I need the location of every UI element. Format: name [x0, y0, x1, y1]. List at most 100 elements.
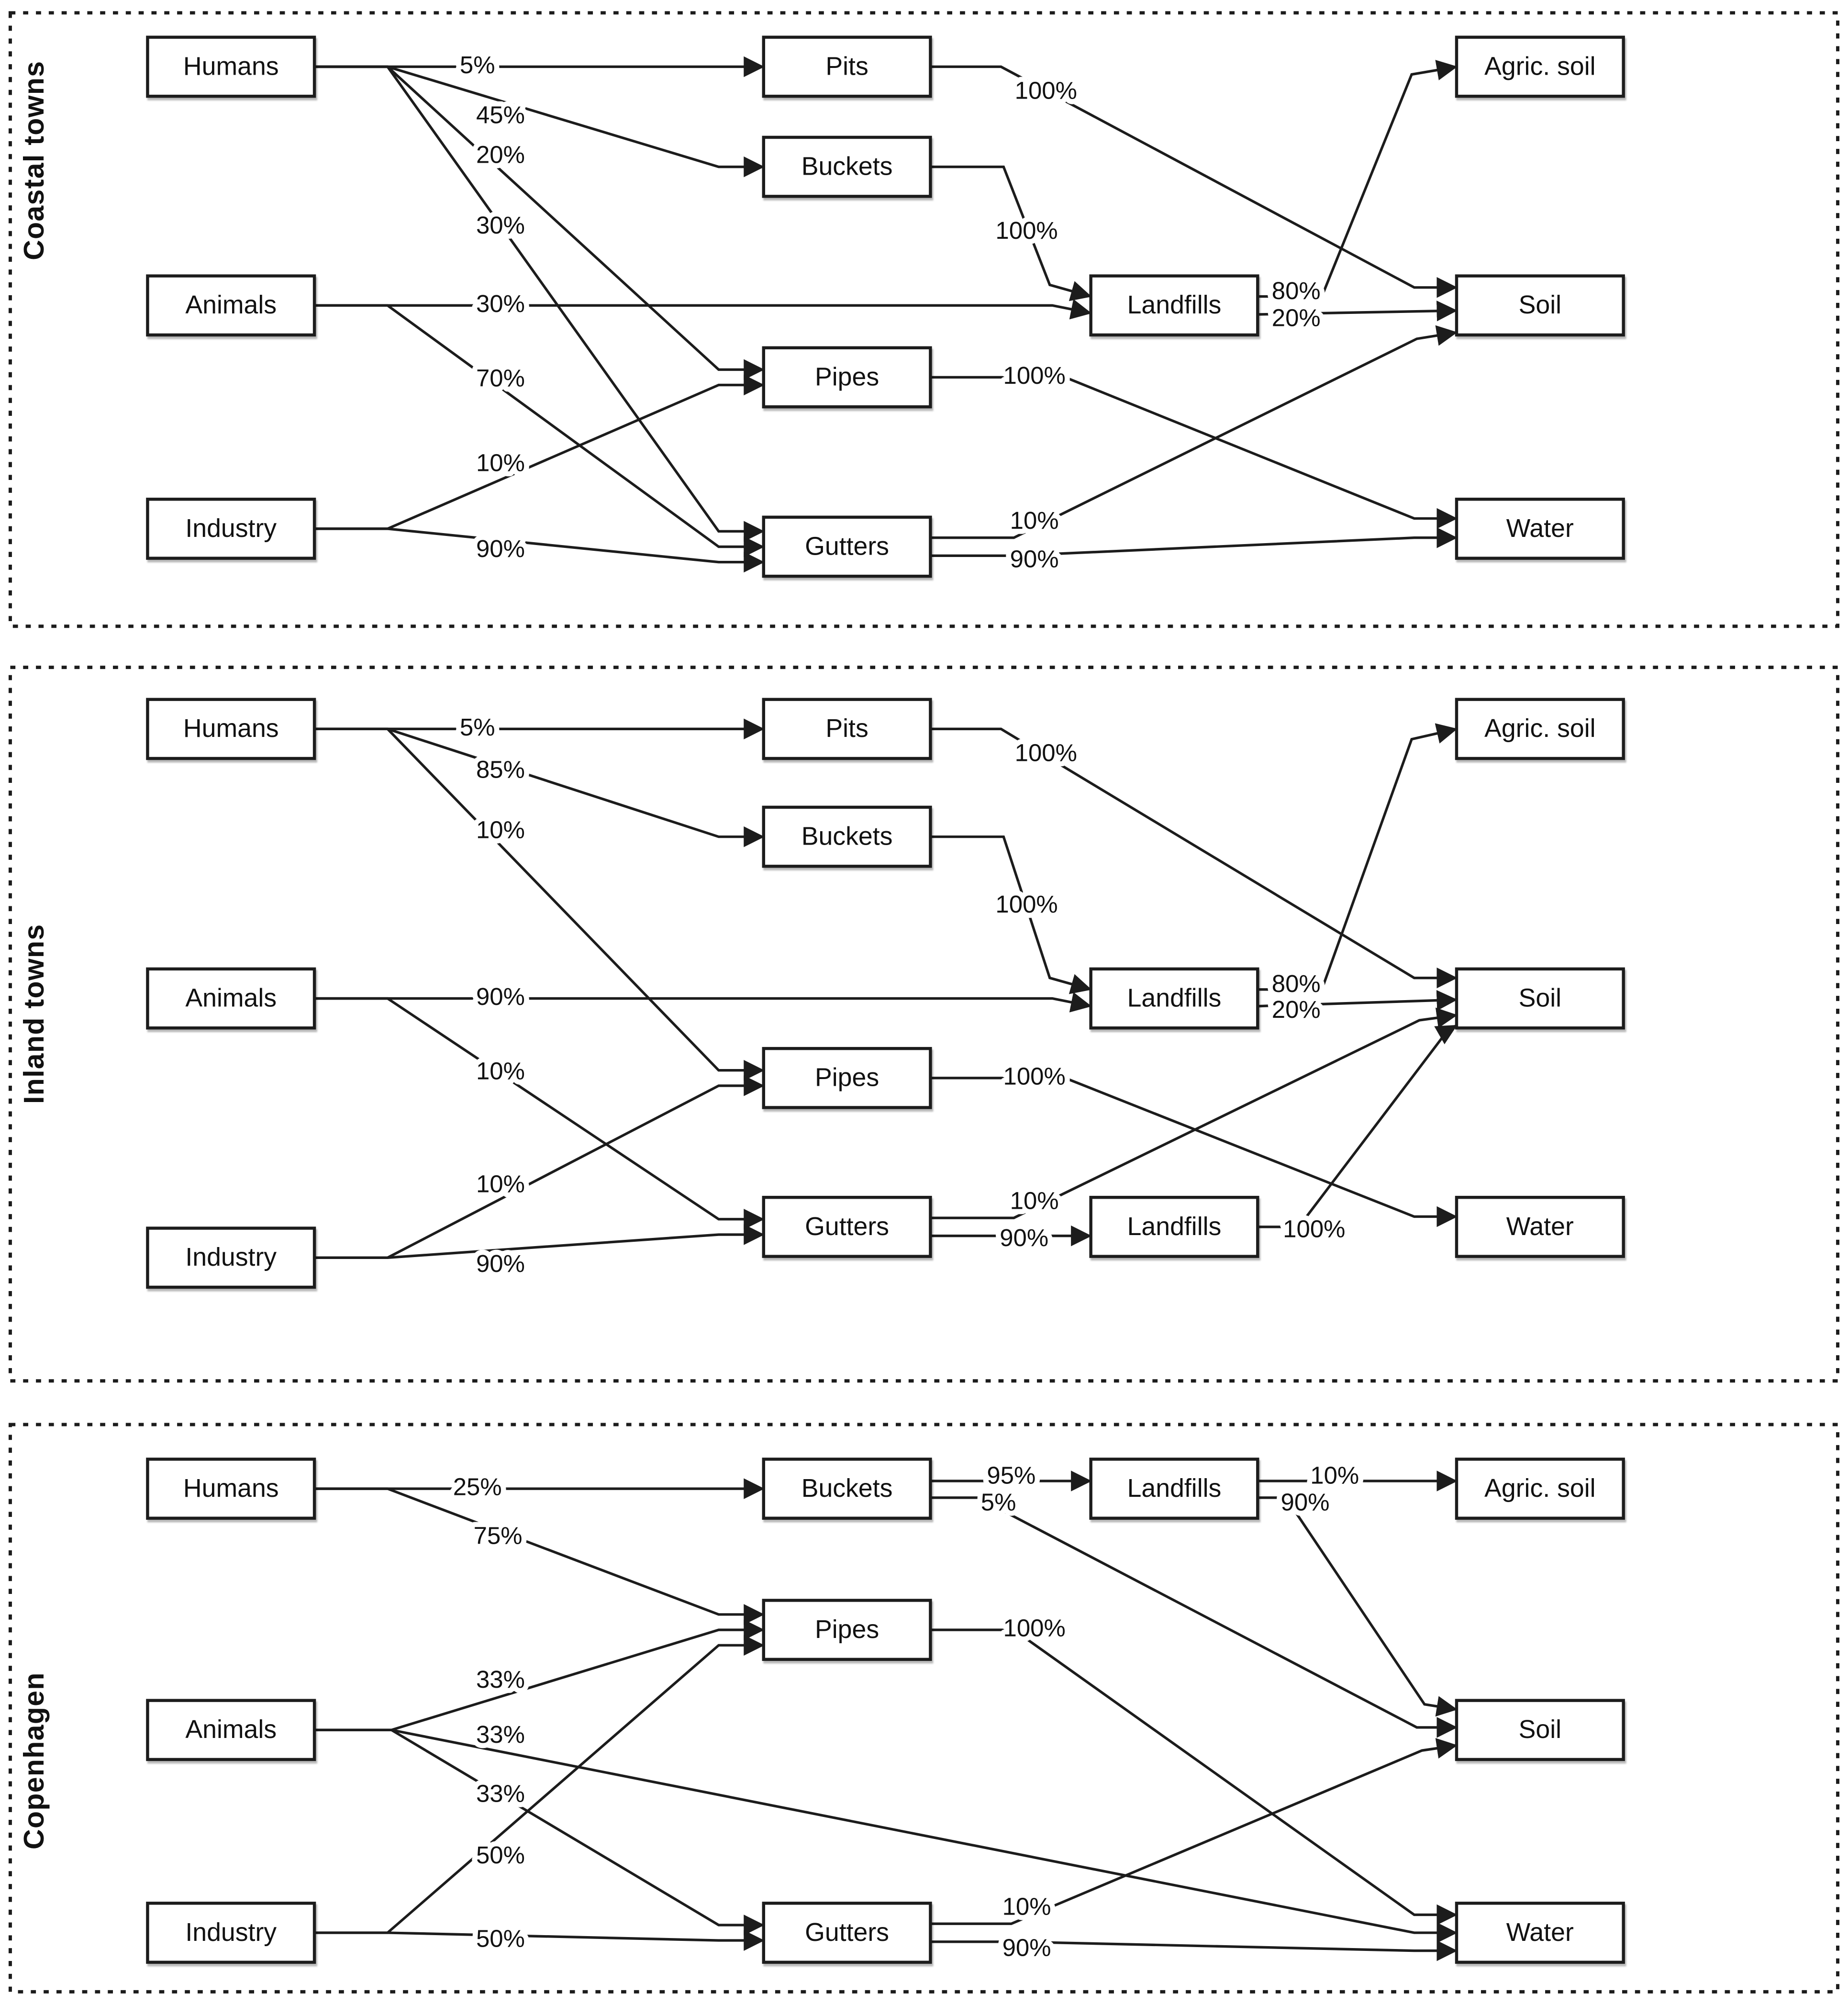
flow-copenhagen-industry-to-gutters — [314, 1930, 765, 1951]
flow-label-coastal-landfills-to-soil: 20% — [1272, 304, 1321, 331]
node-label-inland-landfills2: Landfills — [1127, 1212, 1222, 1241]
flow-coastal-pits-to-soil — [930, 65, 1458, 298]
node-inland-pits — [762, 698, 932, 760]
flow-copenhagen-animals-to-gutters — [314, 1728, 765, 1936]
flow-label-inland-animals-to-landfills: 90% — [476, 983, 525, 1010]
node-label-copenhagen-agric_soil: Agric. soil — [1484, 1474, 1595, 1503]
flow-coastal-landfills-to-soil — [1258, 301, 1458, 322]
node-coastal-pipes — [762, 346, 932, 409]
flow-label-copenhagen-animals-to-water: 33% — [476, 1721, 525, 1748]
node-inland-buckets — [762, 805, 932, 868]
flow-copenhagen-animals-to-pipes — [314, 1619, 765, 1731]
flow-label-copenhagen-pipes-to-water: 100% — [1003, 1615, 1066, 1642]
flow-label-copenhagen-buckets-to-landfills: 95% — [987, 1461, 1035, 1489]
flow-coastal-buckets-to-landfills — [930, 165, 1092, 301]
node-coastal-gutters — [762, 515, 932, 578]
flow-label-copenhagen-gutters-to-soil: 10% — [1002, 1893, 1051, 1920]
node-label-coastal-soil: Soil — [1519, 290, 1561, 319]
flow-copenhagen-gutters-to-water — [930, 1940, 1458, 1961]
panel-title-inland: Inland towns — [18, 924, 50, 1104]
node-copenhagen-industry — [146, 1902, 316, 1964]
flow-copenhagen-humans-to-pipes — [314, 1487, 765, 1625]
flow-label-copenhagen-animals-to-gutters: 33% — [476, 1780, 525, 1807]
node-copenhagen-gutters — [762, 1902, 932, 1964]
node-inland-landfills2 — [1089, 1196, 1259, 1258]
node-label-copenhagen-landfills: Landfills — [1127, 1474, 1222, 1503]
node-copenhagen-buckets — [762, 1458, 932, 1520]
node-coastal-industry — [146, 498, 316, 560]
node-inland-agric_soil — [1455, 698, 1625, 760]
flow-label-coastal-buckets-to-landfills: 100% — [995, 217, 1058, 244]
flow-label-coastal-pits-to-soil: 100% — [1015, 77, 1077, 104]
panel-title-copenhagen: Copenhagen — [18, 1672, 50, 1849]
flow-label-inland-industry-to-gutters: 90% — [476, 1250, 525, 1277]
node-coastal-buckets — [762, 135, 932, 198]
node-label-inland-industry: Industry — [185, 1243, 277, 1271]
flow-coastal-pipes-to-water — [930, 376, 1458, 529]
node-copenhagen-water — [1455, 1902, 1625, 1964]
flow-coastal-landfills-to-agric_soil — [1258, 60, 1458, 298]
flow-inland-humans-to-pipes — [314, 727, 765, 1081]
node-coastal-soil — [1455, 274, 1625, 337]
node-coastal-animals — [146, 274, 316, 337]
node-coastal-landfills — [1089, 274, 1259, 337]
flow-inland-animals-to-gutters — [314, 997, 765, 1230]
node-copenhagen-landfills — [1089, 1458, 1259, 1520]
flow-coastal-gutters-to-water — [930, 527, 1458, 557]
flow-label-coastal-gutters-to-soil: 10% — [1010, 507, 1059, 534]
node-label-inland-gutters: Gutters — [805, 1212, 889, 1241]
panel-border-copenhagen — [8, 1423, 1840, 1994]
node-label-coastal-humans: Humans — [183, 52, 279, 80]
flow-copenhagen-pipes-to-water — [930, 1628, 1458, 1926]
node-label-coastal-water: Water — [1506, 514, 1574, 543]
flow-inland-pits-to-soil — [930, 727, 1458, 989]
node-inland-water — [1455, 1196, 1625, 1258]
flow-label-inland-animals-to-gutters: 10% — [476, 1058, 525, 1085]
flow-inland-landfills-to-agric_soil — [1258, 723, 1458, 991]
node-label-coastal-gutters: Gutters — [805, 532, 889, 560]
node-inland-soil — [1455, 967, 1625, 1030]
node-inland-pipes — [762, 1047, 932, 1109]
flow-label-copenhagen-humans-to-buckets: 25% — [453, 1473, 502, 1501]
flow-coastal-gutters-to-soil — [930, 325, 1458, 539]
flow-label-coastal-industry-to-pipes: 10% — [476, 449, 525, 476]
node-copenhagen-pipes — [762, 1599, 932, 1661]
flow-coastal-industry-to-pipes — [314, 374, 765, 530]
node-inland-landfills — [1089, 967, 1259, 1030]
flow-coastal-animals-to-landfills — [314, 299, 1092, 320]
node-label-copenhagen-gutters: Gutters — [805, 1918, 889, 1947]
flow-label-inland-pits-to-soil: 100% — [1015, 739, 1077, 766]
node-label-copenhagen-animals: Animals — [185, 1715, 277, 1744]
panel-border-inland — [8, 666, 1840, 1383]
node-coastal-water — [1455, 498, 1625, 560]
node-label-copenhagen-humans: Humans — [183, 1474, 279, 1503]
flow-label-inland-gutters-to-soil: 10% — [1010, 1187, 1059, 1214]
panel-title-coastal: Coastal towns — [18, 61, 50, 260]
node-label-copenhagen-industry: Industry — [185, 1918, 277, 1947]
flow-label-coastal-humans-to-gutters: 30% — [476, 212, 525, 239]
flow-label-coastal-industry-to-gutters: 90% — [476, 535, 525, 562]
flow-label-copenhagen-landfills-to-soil: 90% — [1281, 1489, 1330, 1516]
panel-copenhagen: Copenhagen25%75%33%33%33%50%50%95%5%10%9… — [8, 1423, 1840, 1994]
node-label-inland-pits: Pits — [825, 714, 868, 743]
node-label-inland-landfills: Landfills — [1127, 983, 1222, 1012]
flow-coastal-humans-to-gutters — [314, 65, 765, 542]
flow-inland-animals-to-landfills — [314, 992, 1092, 1013]
flow-inland-pipes-to-water — [930, 1077, 1458, 1227]
node-label-coastal-pipes: Pipes — [815, 362, 879, 391]
flow-label-coastal-gutters-to-water: 90% — [1010, 545, 1059, 572]
node-inland-gutters — [762, 1196, 932, 1258]
node-label-coastal-buckets: Buckets — [802, 152, 893, 181]
node-label-coastal-industry: Industry — [185, 514, 277, 543]
flow-label-coastal-landfills-to-agric_soil: 80% — [1272, 277, 1321, 304]
node-label-coastal-landfills: Landfills — [1127, 290, 1222, 319]
flow-label-copenhagen-buckets-to-soil: 5% — [981, 1489, 1016, 1516]
node-label-inland-pipes: Pipes — [815, 1063, 879, 1092]
flow-inland-industry-to-gutters — [314, 1224, 765, 1259]
flow-label-coastal-animals-to-gutters: 70% — [476, 364, 525, 391]
flow-label-copenhagen-animals-to-pipes: 33% — [476, 1666, 525, 1693]
flow-label-coastal-animals-to-landfills: 30% — [476, 290, 525, 317]
